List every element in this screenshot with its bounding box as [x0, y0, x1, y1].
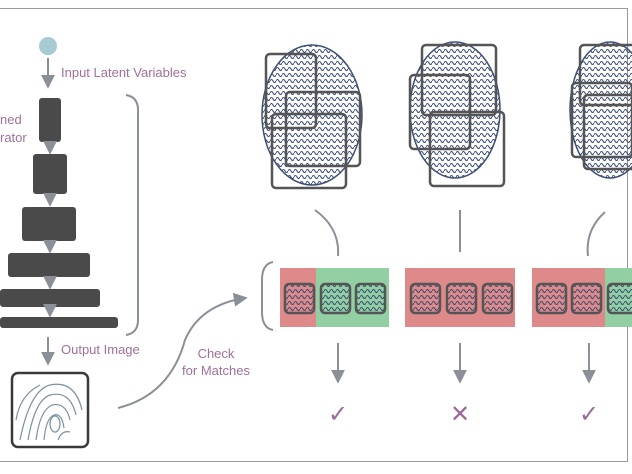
match-band-2: [405, 268, 515, 327]
output-image: [10, 371, 90, 449]
crop-box: [428, 110, 506, 188]
crop-box: [270, 112, 348, 190]
input-label: Input Latent Variables: [61, 65, 187, 80]
fingerprint-1: [261, 44, 363, 190]
check-arrow: [117, 292, 248, 409]
match-band-3: [532, 268, 632, 327]
patch: [606, 282, 632, 315]
patch: [445, 282, 478, 315]
generator-network: [0, 98, 118, 328]
crop-box: [284, 90, 362, 168]
bands-bracket: [261, 261, 274, 331]
patch: [283, 282, 316, 315]
crop-box: [570, 81, 632, 159]
fingerprint-3: [569, 41, 632, 179]
check-label-line2: for Matches: [182, 363, 250, 378]
check-label-line1: Check: [198, 346, 235, 361]
generator-label-line2: rator: [0, 130, 27, 145]
generator-bracket: [125, 94, 139, 336]
crop-box: [582, 93, 632, 171]
generator-layer: [33, 154, 67, 194]
diagram-frame: [0, 8, 628, 462]
generator-label-line1: ned: [0, 112, 22, 127]
generator-layer: [0, 289, 100, 307]
connector-3: [586, 211, 606, 257]
crop-box: [420, 43, 498, 117]
fingerprint-2: [408, 41, 506, 188]
generator-layer: [22, 207, 76, 241]
cross-mark-icon: ✕: [450, 401, 470, 428]
match-band-1: [280, 268, 389, 327]
crop-box: [578, 43, 632, 107]
patch: [354, 282, 387, 315]
check-mark-icon: ✓: [328, 401, 348, 428]
check-mark-icon: ✓: [579, 401, 599, 428]
generator-layer: [39, 98, 61, 142]
latent-node: [39, 37, 57, 55]
output-label: Output Image: [61, 342, 140, 357]
patch: [535, 282, 568, 315]
patch: [409, 282, 442, 315]
connector-1: [314, 209, 340, 257]
generator-layer: [8, 253, 90, 277]
generator-layer: [0, 317, 118, 328]
patch: [481, 282, 514, 315]
patch: [570, 282, 603, 315]
patch: [319, 282, 352, 315]
